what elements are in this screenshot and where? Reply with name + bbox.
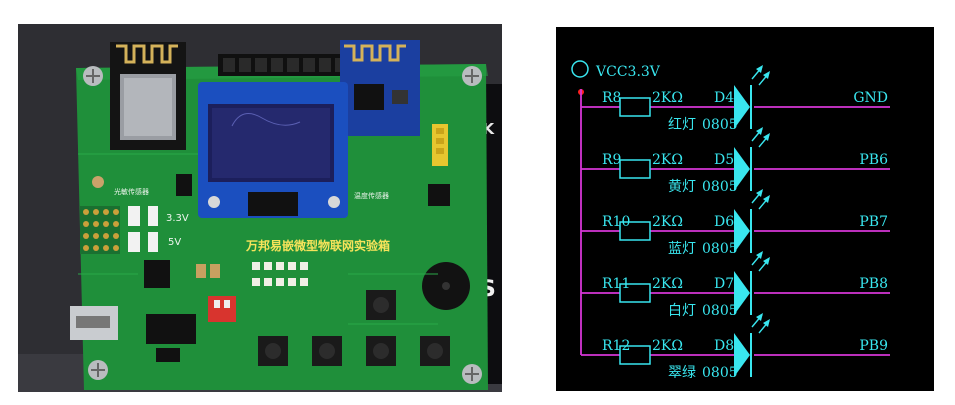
resistor-body bbox=[619, 221, 651, 241]
driver-ic bbox=[146, 314, 196, 344]
board-title: 万邦易嵌微型物联网实验箱 bbox=[245, 238, 390, 253]
screw-top-right bbox=[462, 66, 482, 86]
resistor-body bbox=[619, 97, 651, 117]
net-label: PB6 bbox=[859, 152, 888, 168]
emission-arrow-head bbox=[756, 189, 763, 197]
led-symbol bbox=[734, 271, 750, 315]
resistor-body bbox=[619, 283, 651, 303]
emission-arrow-head bbox=[756, 65, 763, 73]
led-label: D8 bbox=[714, 338, 734, 354]
screw-bottom-right bbox=[462, 364, 482, 384]
dip-switch bbox=[208, 296, 236, 322]
vcc-symbol bbox=[571, 60, 589, 78]
resistor-label: R11 bbox=[602, 276, 630, 292]
supply-label: VCC3.3V bbox=[595, 64, 661, 80]
net-label: PB9 bbox=[859, 338, 888, 354]
light-sensor-label: 光敏传感器 bbox=[114, 187, 149, 196]
emission-arrow-head bbox=[756, 313, 763, 321]
emission-arrow-head bbox=[763, 257, 770, 265]
led-color-label: 白灯 bbox=[668, 303, 696, 319]
led-package: 0805 bbox=[702, 117, 738, 133]
bluetooth-module bbox=[340, 40, 420, 136]
led-label: D4 bbox=[714, 90, 734, 106]
oled-display bbox=[198, 82, 348, 218]
emission-arrow-head bbox=[763, 319, 770, 327]
net-label: PB7 bbox=[859, 214, 888, 230]
led-row bbox=[252, 262, 308, 286]
led-package: 0805 bbox=[702, 365, 738, 381]
led-package: 0805 bbox=[702, 241, 738, 257]
resistor-value: 2KΩ bbox=[652, 276, 683, 292]
led-symbol bbox=[734, 85, 750, 129]
screw-top-left bbox=[83, 66, 103, 86]
led-package: 0805 bbox=[702, 179, 738, 195]
jumper-block-3v3 bbox=[80, 206, 158, 230]
resistor-label: R12 bbox=[602, 338, 630, 354]
yellow-header bbox=[432, 124, 448, 166]
resistor-label: R9 bbox=[602, 152, 621, 168]
emission-arrow-head bbox=[763, 195, 770, 203]
emission-arrow-head bbox=[763, 133, 770, 141]
screw-bottom-left bbox=[88, 360, 108, 380]
led-color-label: 红灯 bbox=[668, 117, 696, 133]
led-label: D5 bbox=[714, 152, 734, 168]
resistor-value: 2KΩ bbox=[652, 152, 683, 168]
led-label: D7 bbox=[714, 276, 734, 292]
led-color-label: 翠绿 bbox=[668, 365, 696, 381]
usb-connector bbox=[70, 306, 118, 340]
board-photo: Z7-K S bbox=[18, 24, 502, 392]
led-symbol bbox=[734, 333, 750, 377]
emission-arrow-head bbox=[756, 127, 763, 135]
led-color-label: 黄灯 bbox=[668, 178, 696, 195]
wifi-module bbox=[110, 42, 186, 150]
led-symbol bbox=[734, 209, 750, 253]
regulator-chip bbox=[144, 260, 170, 288]
pin-header bbox=[218, 54, 354, 76]
resistor-value: 2KΩ bbox=[652, 214, 683, 230]
resistor-body bbox=[619, 159, 651, 179]
net-label: GND bbox=[853, 90, 888, 106]
voltage-3v3-label: 3.3V bbox=[166, 213, 189, 224]
resistor-value: 2KΩ bbox=[652, 338, 683, 354]
temp-sensor-label: 温度传感器 bbox=[354, 191, 389, 200]
net-label: PB8 bbox=[859, 276, 888, 292]
resistor-label: R8 bbox=[602, 90, 621, 106]
voltage-5v-label: 5V bbox=[168, 237, 181, 248]
resistor-label: R10 bbox=[602, 214, 630, 230]
led-package: 0805 bbox=[702, 303, 738, 319]
light-sensor bbox=[92, 176, 104, 188]
push-buttons bbox=[258, 290, 450, 366]
resistor-value: 2KΩ bbox=[652, 90, 683, 106]
jumper-block-5v bbox=[80, 230, 158, 254]
emission-arrow-head bbox=[756, 251, 763, 259]
resistor-body bbox=[619, 345, 651, 365]
led-symbol bbox=[734, 147, 750, 191]
led-color-label: 蓝灯 bbox=[668, 241, 696, 257]
emission-arrow-head bbox=[763, 71, 770, 79]
buzzer bbox=[422, 262, 470, 310]
temperature-sensor-chip bbox=[428, 184, 450, 206]
led-label: D6 bbox=[714, 214, 734, 230]
